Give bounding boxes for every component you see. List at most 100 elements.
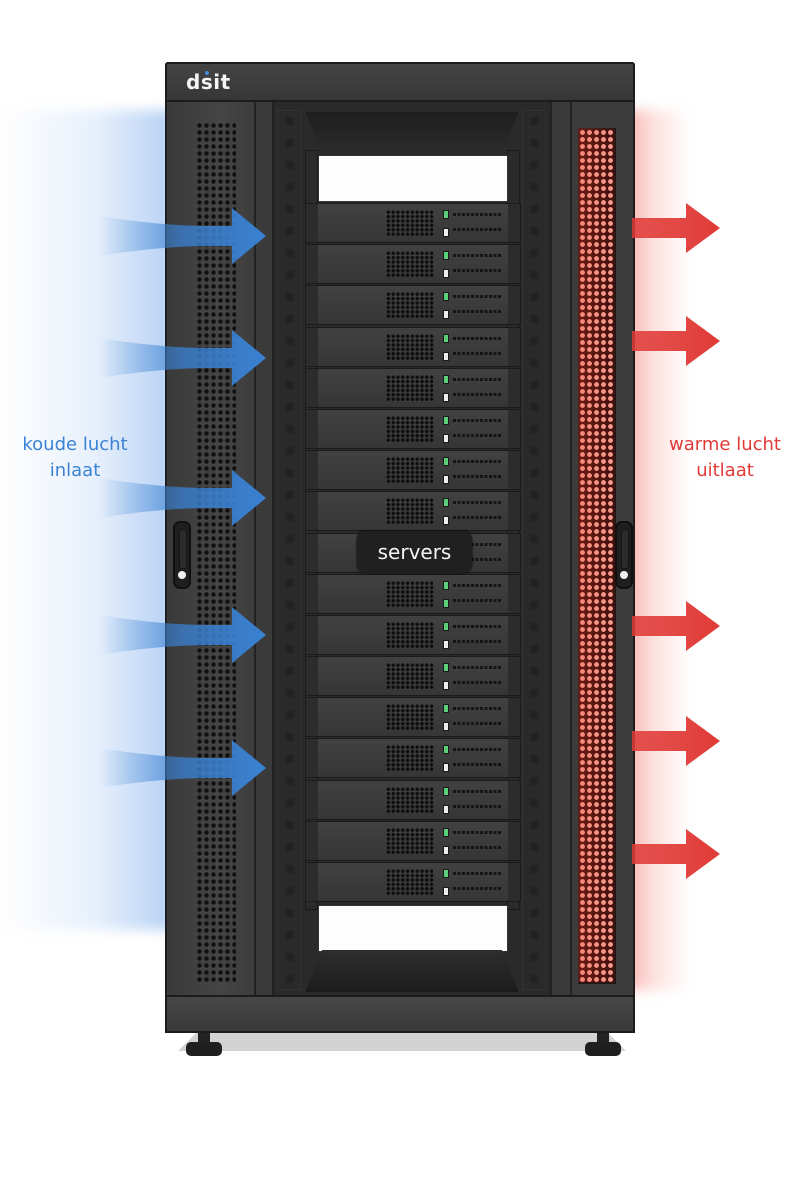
server-unit <box>305 738 521 779</box>
server-ear <box>306 863 318 901</box>
rear-door-mesh <box>578 128 616 984</box>
server-label-strip <box>453 887 501 890</box>
status-led-icon <box>443 457 449 467</box>
server-ear <box>306 245 318 284</box>
status-led-icon <box>443 663 449 673</box>
server-ear <box>306 739 318 778</box>
hot-air-arrow-icon <box>632 200 724 256</box>
server-ear <box>306 780 318 819</box>
activity-led-icon <box>443 516 449 526</box>
server-ear <box>508 286 520 325</box>
activity-led-icon <box>443 310 449 320</box>
rear-door-heat-glow <box>578 128 614 982</box>
server-ear <box>508 615 520 654</box>
server-unit <box>305 450 521 491</box>
lock-icon <box>620 571 628 579</box>
server-ear <box>508 533 520 572</box>
lock-icon <box>178 571 186 579</box>
server-label-strip <box>453 830 501 834</box>
server-unit <box>305 408 521 449</box>
status-led-icon <box>443 498 449 508</box>
cabinet-plinth <box>165 995 635 1033</box>
leveling-foot-left <box>186 1033 222 1059</box>
rear-door-handle[interactable] <box>615 521 633 589</box>
mounting-rail-right <box>522 110 546 990</box>
status-led-icon <box>443 786 449 796</box>
server-ear <box>306 574 318 613</box>
server-label-strip <box>453 336 501 340</box>
status-led-icon <box>443 745 449 755</box>
server-ear <box>508 327 520 366</box>
server-ear <box>508 204 520 242</box>
server-ear <box>306 615 318 654</box>
server-unit <box>305 573 521 614</box>
server-ear <box>306 492 318 531</box>
blank-panel-top <box>318 155 508 202</box>
server-vent <box>386 292 434 319</box>
server-label-strip <box>453 310 501 314</box>
server-ear <box>306 409 318 448</box>
server-ear <box>508 657 520 696</box>
server-label-strip <box>453 681 501 685</box>
activity-led-icon <box>443 845 449 855</box>
cabinet-top-panel <box>165 62 635 102</box>
server-label-strip <box>453 598 501 602</box>
server-label-strip <box>453 501 501 505</box>
rail-holes <box>531 117 538 985</box>
server-ear <box>306 533 318 572</box>
front-door-handle[interactable] <box>173 521 191 589</box>
cold-air-label-line2: inlaat <box>49 460 101 481</box>
server-vent <box>386 580 434 607</box>
server-vent <box>386 704 434 731</box>
server-ear <box>508 698 520 737</box>
server-label-strip <box>453 624 501 628</box>
server-label-strip <box>453 377 501 381</box>
floor-shadow <box>178 1033 626 1051</box>
leveling-foot-right <box>585 1033 621 1059</box>
status-led-icon <box>443 827 449 837</box>
server-label-strip <box>453 666 501 670</box>
server-label-strip <box>453 557 501 561</box>
server-ear <box>306 657 318 696</box>
server-unit <box>305 326 521 367</box>
server-vent <box>386 374 434 401</box>
server-ear <box>508 780 520 819</box>
status-led-icon <box>443 869 449 878</box>
server-unit <box>305 656 521 697</box>
status-led-icon <box>443 210 449 219</box>
hot-air-arrow-icon <box>632 713 724 769</box>
handle-slot <box>179 529 187 569</box>
server-unit <box>305 614 521 655</box>
server-ear <box>306 451 318 490</box>
server-ear <box>508 863 520 901</box>
server-label-strip <box>453 254 501 258</box>
server-label-strip <box>453 804 501 808</box>
blank-panel-bottom <box>318 905 508 952</box>
server-vent <box>386 621 434 648</box>
activity-led-icon <box>443 433 449 443</box>
cold-air-label-line1: koude lucht <box>22 434 128 455</box>
server-label-strip <box>453 789 501 793</box>
status-led-icon <box>443 251 449 261</box>
rail-holes <box>286 117 293 985</box>
server-vent <box>386 333 434 360</box>
server-ear <box>508 409 520 448</box>
hot-air-arrow-icon <box>632 826 724 882</box>
server-vent <box>386 457 434 484</box>
server-vent <box>386 415 434 442</box>
server-ear <box>508 492 520 531</box>
activity-led-icon <box>443 763 449 773</box>
server-label-strip <box>453 542 501 546</box>
server-vent <box>386 786 434 813</box>
handle-slot <box>621 529 629 569</box>
hot-air-outlet-label: warme lucht uitlaat <box>660 432 790 484</box>
server-unit <box>305 367 521 408</box>
server-vent <box>386 498 434 525</box>
server-ear <box>508 451 520 490</box>
server-unit <box>305 697 521 738</box>
server-vent <box>386 827 434 854</box>
server-label-strip <box>453 872 501 875</box>
cold-air-arrow-icon <box>100 330 270 386</box>
hot-air-arrow-icon <box>632 313 724 369</box>
server-ear <box>306 821 318 860</box>
